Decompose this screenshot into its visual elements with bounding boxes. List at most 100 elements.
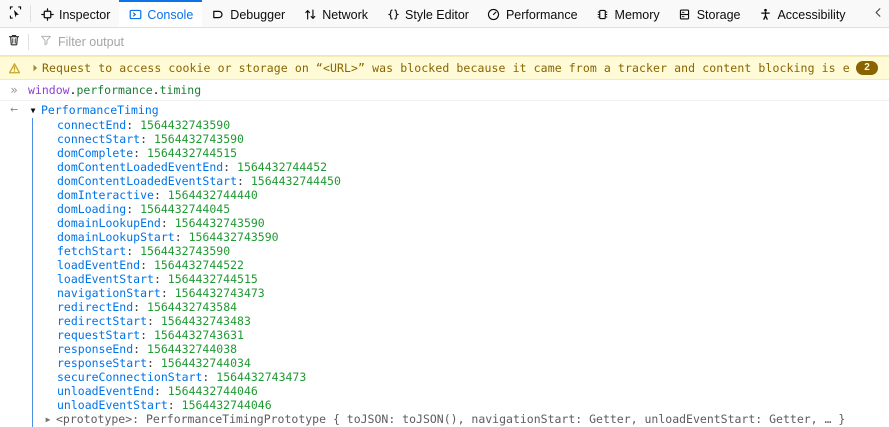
property-value: 1564432743590 [188,230,279,244]
warning-triangle-icon [0,62,28,75]
property-key: navigationStart [57,286,161,300]
property-value: 1564432744045 [140,202,231,216]
property-key: redirectStart [57,314,148,328]
triangle-down-icon[interactable]: ▼ [30,106,36,115]
console-message-warning[interactable]: Request to access cookie or storage on “… [0,56,889,80]
expression-token-window: window [28,83,70,97]
tab-accessibility[interactable]: Accessibility [749,0,854,27]
warning-repeat-badge: 2 [856,61,878,75]
property-value: 1564432743473 [174,286,265,300]
expression-dot: . [69,83,77,97]
tab-style-editor-label: Style Editor [405,7,469,22]
property-key: domainLookupEnd [57,216,161,230]
property-key: redirectEnd [57,300,134,314]
clear-console-button[interactable] [0,33,28,50]
expression-token-performance: performance [76,83,153,97]
property-row[interactable]: domComplete: 1564432744515 [57,146,238,160]
property-row[interactable]: connectEnd: 1564432743590 [57,118,231,132]
tab-style-editor[interactable]: Style Editor [377,0,478,27]
warning-expand-twisty[interactable] [28,64,42,72]
tab-inspector[interactable]: Inspector [31,0,119,27]
property-row[interactable]: loadEventEnd: 1564432744522 [57,258,244,272]
toolbox-overflow-button[interactable] [867,0,889,27]
tab-network-label: Network [322,7,369,22]
property-row[interactable]: domainLookupStart: 1564432743590 [57,230,279,244]
chevron-left-icon [873,7,884,21]
tab-performance[interactable]: Performance [478,0,587,27]
result-object-tree: ▼ PerformanceTiming connectEnd: 15644327… [28,103,889,427]
performance-icon [487,8,501,22]
property-value: 1564432744046 [167,384,258,398]
property-value: 1564432744452 [237,160,328,174]
property-row[interactable]: fetchStart: 1564432743590 [57,244,231,258]
property-value: 1564432743584 [147,300,238,314]
property-value: 1564432744440 [167,188,258,202]
property-key: domainLookupStart [57,230,175,244]
property-row[interactable]: domContentLoadedEventStart: 156443274445… [57,174,341,188]
expression-token-timing: timing [159,83,202,97]
property-key: domContentLoadedEventEnd [57,160,224,174]
property-value: 1564432744034 [160,356,251,370]
property-key: loadEventEnd [57,258,141,272]
property-row[interactable]: redirectStart: 1564432743483 [57,314,251,328]
input-chevron-icon: » [10,83,18,97]
prototype-row[interactable]: ▶ <prototype>: PerformanceTimingPrototyp… [33,412,889,427]
property-row[interactable]: unloadEventStart: 1564432744046 [57,398,272,412]
property-value: 1564432744046 [181,398,272,412]
property-row[interactable]: navigationStart: 1564432743473 [57,286,265,300]
property-value: 1564432744515 [167,272,258,286]
property-row[interactable]: requestStart: 1564432743631 [57,328,244,342]
property-row[interactable]: loadEventStart: 1564432744515 [57,272,258,286]
property-row[interactable]: unloadEventEnd: 1564432744046 [57,384,258,398]
style-editor-icon [386,8,400,22]
property-value: 1564432744450 [250,174,341,188]
filter-input[interactable]: Filter output [58,34,125,49]
property-value: 1564432744038 [147,342,238,356]
property-row[interactable]: domContentLoadedEventEnd: 1564432744452 [57,160,328,174]
tab-debugger[interactable]: Debugger [202,0,294,27]
filter-icon [40,34,52,49]
tab-storage[interactable]: Storage [669,0,750,27]
property-value: 1564432744515 [147,146,238,160]
triangle-right-icon[interactable]: ▶ [45,415,51,424]
property-row[interactable]: secureConnectionStart: 1564432743473 [57,370,307,384]
devtools-tab-bar: Inspector Console Debugger Network [0,0,889,28]
tab-console[interactable]: Console [119,0,203,27]
property-row[interactable]: domainLookupEnd: 1564432743590 [57,216,265,230]
property-key: domInteractive [57,188,154,202]
tab-console-label: Console [147,7,194,22]
property-key: responseStart [57,356,148,370]
property-key: unloadEventEnd [57,384,154,398]
property-row[interactable]: domLoading: 1564432744045 [57,202,231,216]
tab-performance-label: Performance [505,7,578,22]
tab-inspector-label: Inspector [59,7,111,22]
result-marker-gutter: ← [0,103,28,117]
result-object-header[interactable]: ▼ PerformanceTiming [28,103,889,118]
console-icon [128,8,142,22]
console-filter-toolbar: Filter output [0,28,889,56]
console-output: Request to access cookie or storage on “… [0,56,889,427]
property-value: 1564432743473 [216,370,307,384]
debugger-icon [211,8,225,22]
console-message-result: ← ▼ PerformanceTiming connectEnd: 156443… [0,101,889,427]
property-row[interactable]: connectStart: 1564432743590 [57,132,244,146]
tab-memory[interactable]: Memory [587,0,669,27]
console-input-expression[interactable]: window.performance.timing [28,83,201,97]
result-arrow-icon: ← [10,102,18,117]
element-picker-icon [8,5,23,23]
memory-icon [596,8,610,22]
property-key: loadEventStart [57,272,154,286]
toolbar-divider [28,33,29,50]
tab-network[interactable]: Network [294,0,377,27]
filter-input-wrapper[interactable]: Filter output [29,28,889,55]
property-row[interactable]: domInteractive: 1564432744440 [57,188,258,202]
element-picker-button[interactable] [0,0,30,27]
tab-accessibility-label: Accessibility [777,7,846,22]
property-row[interactable]: responseEnd: 1564432744038 [57,342,238,356]
property-row[interactable]: redirectEnd: 1564432743584 [57,300,238,314]
result-object-name: PerformanceTiming [41,103,159,117]
property-value: 1564432743590 [140,244,231,258]
property-key: requestStart [57,328,141,342]
property-row[interactable]: responseStart: 1564432744034 [57,356,251,370]
property-key: secureConnectionStart [57,370,203,384]
